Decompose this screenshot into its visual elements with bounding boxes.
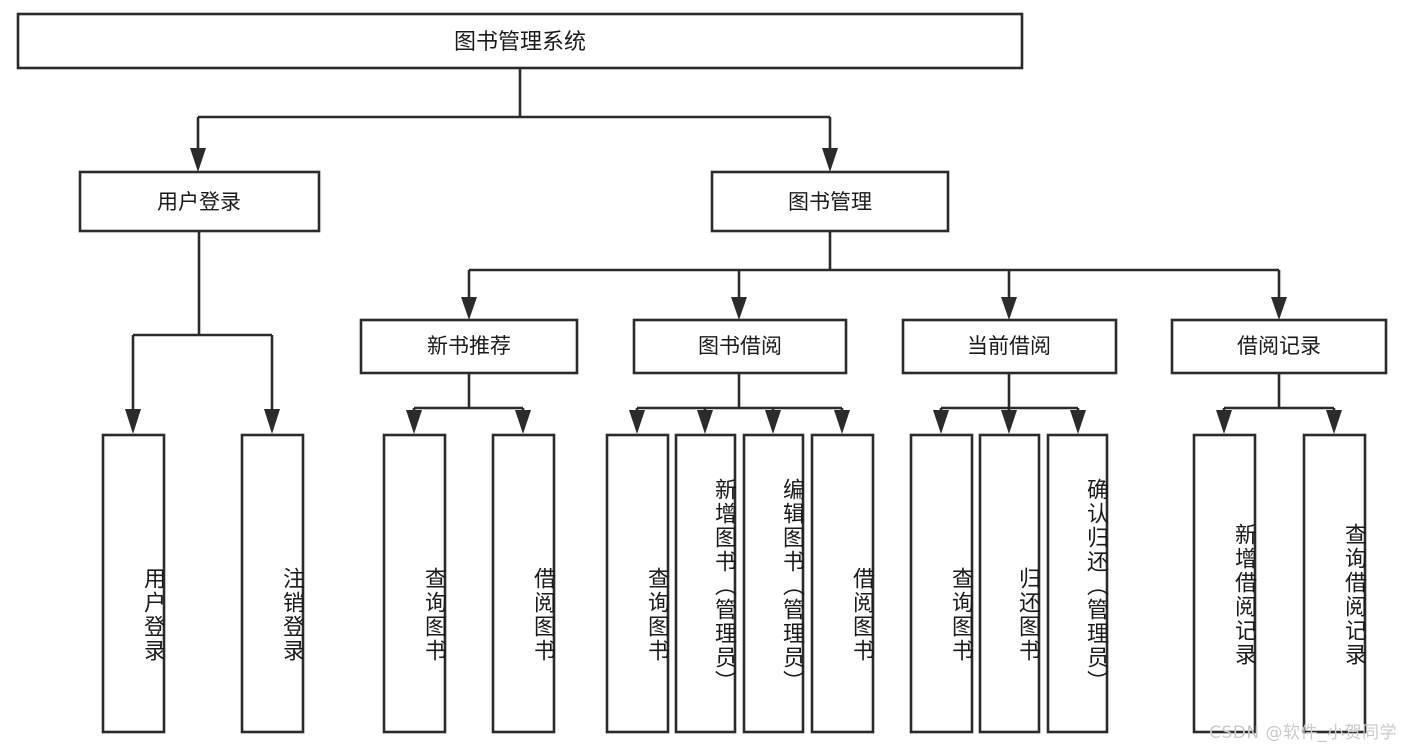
leaf-box-confirm-return[interactable]	[1046, 433, 1109, 734]
book-borrow-label: 图书借阅	[698, 334, 782, 358]
arrow-to-borrow-record	[1271, 297, 1287, 320]
arrow-to-leaf-borrow-book-2	[834, 410, 850, 434]
user-login-label: 用户登录	[157, 190, 241, 214]
arrow-to-leaf-query-book-1	[406, 410, 422, 434]
arrow-to-leaf-query-record	[1326, 410, 1342, 434]
root-box[interactable]	[16, 12, 1024, 70]
leaf-box-query-book-2[interactable]	[605, 433, 670, 734]
arrow-to-current-borrow	[1001, 297, 1017, 320]
arrow-to-leaf-borrow-book-1	[515, 410, 531, 434]
leaf-box-add-book[interactable]	[674, 433, 737, 734]
arrow-to-leaf-logout	[264, 409, 280, 434]
arrow-to-leaf-return-book	[1001, 410, 1017, 434]
leaf-box-borrow-book-2[interactable]	[810, 433, 875, 734]
leaf-boxes-group	[101, 433, 1367, 734]
node-current-borrow[interactable]: 当前借阅	[901, 318, 1118, 375]
borrow-record-label: 借阅记录	[1237, 334, 1321, 358]
arrow-to-leaf-query-book-2	[629, 410, 645, 434]
current-borrow-box[interactable]	[901, 318, 1118, 375]
leaf-box-query-book-3[interactable]	[909, 433, 974, 734]
current-borrow-label: 当前借阅	[967, 334, 1051, 358]
leaf-box-logout[interactable]	[240, 433, 305, 734]
book-management-box[interactable]	[710, 170, 950, 233]
connectors-group	[125, 68, 1342, 434]
leaf-box-borrow-book-1[interactable]	[491, 433, 556, 734]
leaf-box-query-book-1[interactable]	[382, 433, 447, 734]
arrow-to-leaf-add-record	[1216, 410, 1232, 434]
leaf-box-user-login[interactable]	[101, 433, 166, 734]
leaf-box-return-book[interactable]	[978, 433, 1041, 734]
node-book-borrow[interactable]: 图书借阅	[632, 318, 848, 375]
node-root[interactable]: 图书管理系统	[16, 12, 1024, 70]
arrow-to-leaf-query-book-3	[933, 410, 949, 434]
arrow-to-leaf-confirm-return	[1070, 410, 1086, 434]
borrow-record-box[interactable]	[1170, 318, 1388, 375]
arrow-to-user-login	[190, 148, 206, 172]
node-new-book-recommend[interactable]: 新书推荐	[359, 318, 579, 375]
new-book-recommend-label: 新书推荐	[427, 334, 511, 358]
node-book-management[interactable]: 图书管理	[710, 170, 950, 233]
new-book-recommend-box[interactable]	[359, 318, 579, 375]
arrow-to-leaf-edit-book	[765, 410, 781, 434]
arrow-to-leaf-user-login	[125, 409, 141, 434]
leaf-box-add-record[interactable]	[1192, 433, 1257, 734]
node-user-login[interactable]: 用户登录	[78, 170, 321, 233]
node-borrow-record[interactable]: 借阅记录	[1170, 318, 1388, 375]
arrow-to-leaf-add-book	[697, 410, 713, 434]
user-login-box[interactable]	[78, 170, 321, 233]
arrow-to-new-book-recommend	[461, 297, 477, 320]
book-management-label: 图书管理	[788, 190, 872, 214]
root-label: 图书管理系统	[454, 30, 586, 55]
arrow-to-book-borrow	[731, 297, 747, 320]
leaf-box-query-record[interactable]	[1302, 433, 1367, 734]
book-borrow-box[interactable]	[632, 318, 848, 375]
arrow-to-book-management	[822, 148, 838, 172]
leaf-box-edit-book[interactable]	[742, 433, 805, 734]
